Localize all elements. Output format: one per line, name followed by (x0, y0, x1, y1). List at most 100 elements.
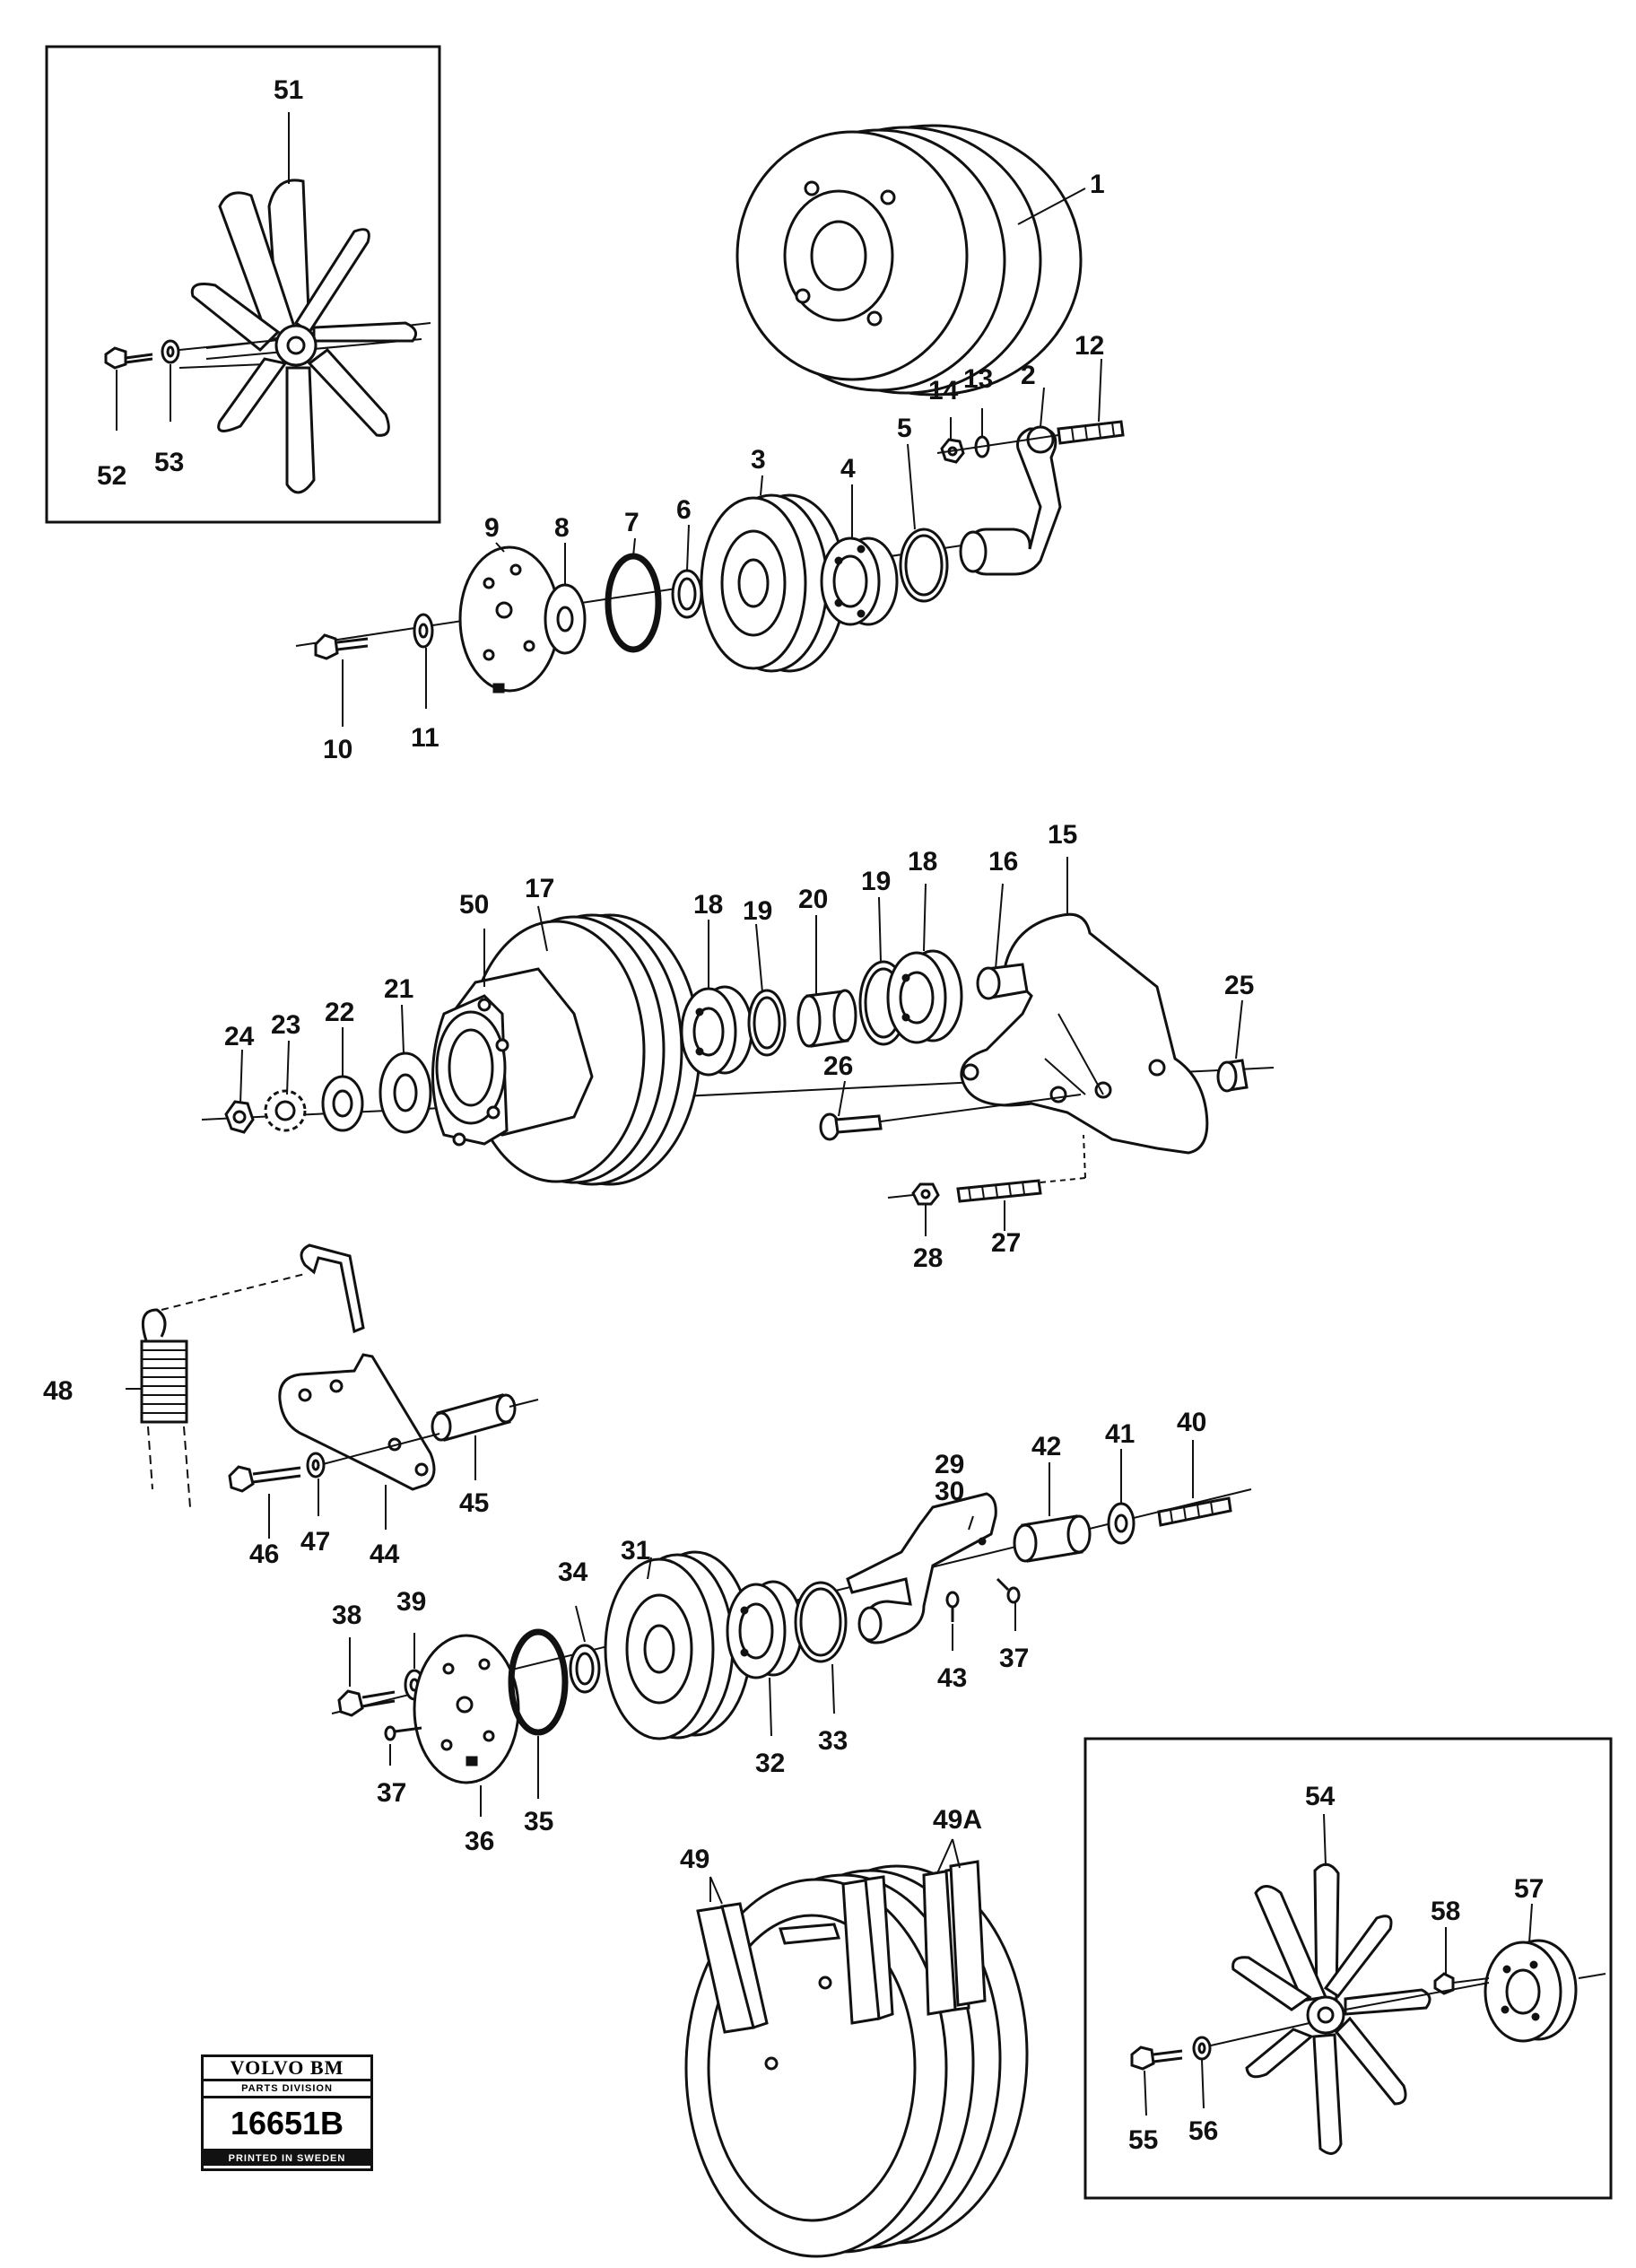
stud-27 (956, 1134, 1086, 1203)
plate-9 (458, 545, 561, 693)
callout-21: 21 (384, 974, 413, 1004)
callout-7: 7 (624, 508, 640, 537)
circlip-34 (569, 1644, 601, 1694)
callout-57: 57 (1514, 1874, 1544, 1904)
washer-41 (1107, 1502, 1136, 1545)
callout-16: 16 (988, 847, 1018, 877)
volvo-bm-parts-stamp: VOLVO BM PARTS DIVISION 16651B PRINTED I… (201, 2054, 373, 2171)
screw-26 (819, 1094, 1082, 1141)
screw-37a (384, 1725, 422, 1741)
callout-17: 17 (525, 874, 554, 903)
circlip-6 (671, 569, 703, 619)
sleeve-45 (431, 1393, 539, 1442)
callout-41: 41 (1105, 1419, 1135, 1449)
callout-40: 40 (1177, 1408, 1206, 1437)
callout-26: 26 (823, 1051, 853, 1081)
ring-5 (899, 528, 949, 603)
callout-11: 11 (411, 723, 439, 753)
callout-18b: 18 (908, 847, 937, 877)
callout-36: 36 (465, 1827, 494, 1856)
callout-31: 31 (621, 1536, 650, 1566)
callout-6: 6 (676, 495, 692, 525)
callout-24: 24 (224, 1022, 255, 1051)
fan-blades-51 (178, 179, 431, 494)
callout-54: 54 (1305, 1782, 1336, 1811)
bearing-32 (726, 1580, 804, 1679)
callout-8: 8 (554, 513, 570, 543)
bracket-15-16 (960, 912, 1209, 1155)
callout-45: 45 (459, 1488, 489, 1518)
pulley-1 (735, 124, 1086, 397)
disc-8 (544, 583, 587, 655)
callout-55: 55 (1128, 2125, 1158, 2155)
link-rod (300, 1243, 365, 1334)
callout-44: 44 (370, 1540, 400, 1569)
callout-37a: 37 (377, 1778, 406, 1808)
callout-28: 28 (913, 1243, 943, 1273)
washer-53 (161, 339, 180, 364)
arm-29-30 (846, 1492, 997, 1644)
callout-23: 23 (271, 1010, 300, 1040)
callout-49: 49 (680, 1845, 709, 1874)
hub-pulley-17-50 (431, 913, 701, 1186)
callout-32: 32 (755, 1749, 785, 1778)
spacer-20 (796, 989, 857, 1048)
inset-fan-bottom-right (1083, 1737, 1613, 2200)
bolt-46 (228, 1465, 301, 1493)
callout-30: 30 (935, 1477, 964, 1506)
callout-34: 34 (558, 1557, 588, 1587)
stamp-brand: VOLVO BM (204, 2057, 370, 2081)
bearing-4 (820, 536, 899, 626)
bolt-38 (337, 1689, 396, 1717)
callout-49a: 49A (933, 1805, 982, 1835)
callout-47: 47 (300, 1527, 330, 1557)
callout-9: 9 (484, 513, 500, 543)
plate-44 (278, 1353, 436, 1491)
washer-22 (321, 1075, 364, 1132)
callout-33: 33 (818, 1726, 848, 1756)
hub-57 (1484, 1939, 1578, 2043)
callout-14: 14 (928, 376, 959, 406)
v-belts-49 (684, 1860, 1029, 2258)
callout-35: 35 (524, 1807, 553, 1836)
callout-5: 5 (897, 414, 912, 443)
lockwasher-23 (264, 1089, 307, 1132)
fan-blades-54 (1231, 1862, 1432, 2155)
callout-27: 27 (991, 1228, 1021, 1258)
inset-fan-top-left: 51 52 53 (45, 45, 441, 524)
screw-43 (945, 1591, 960, 1622)
stamp-drawing-number: 16651B (204, 2098, 370, 2151)
bearing-18b (886, 949, 963, 1044)
arm-2 (959, 425, 1062, 576)
callout-25: 25 (1224, 971, 1254, 1000)
screw-58 (1433, 1972, 1490, 1995)
stamp-printed: PRINTED IN SWEDEN (204, 2151, 370, 2166)
callout-29: 29 (935, 1450, 964, 1479)
callout-19a: 19 (743, 896, 772, 926)
washer-47 (306, 1452, 326, 1479)
callout-51: 51 (274, 75, 303, 105)
callout-19b: 19 (861, 867, 891, 896)
bolt-52 (104, 346, 153, 370)
callout-39: 39 (396, 1587, 426, 1617)
callout-56: 56 (1188, 2116, 1218, 2146)
callout-12: 12 (1075, 331, 1104, 361)
plug-25 (1216, 1059, 1249, 1093)
washer-11 (413, 613, 434, 649)
bearing-18a (680, 985, 753, 1077)
callout-48: 48 (43, 1376, 73, 1406)
nut-28 (887, 1182, 940, 1206)
plate-36 (413, 1634, 520, 1784)
callout-42: 42 (1031, 1432, 1061, 1461)
seal-21 (379, 1051, 432, 1134)
stamp-division: PARTS DIVISION (204, 2081, 370, 2098)
spring-48 (140, 1273, 306, 1508)
callout-2: 2 (1021, 361, 1036, 390)
callout-4: 4 (840, 454, 856, 484)
callout-52: 52 (97, 461, 126, 491)
callout-37b: 37 (999, 1644, 1029, 1673)
bolt-55 (1130, 2046, 1183, 2071)
callout-13: 13 (963, 364, 993, 394)
callout-10: 10 (323, 735, 352, 764)
